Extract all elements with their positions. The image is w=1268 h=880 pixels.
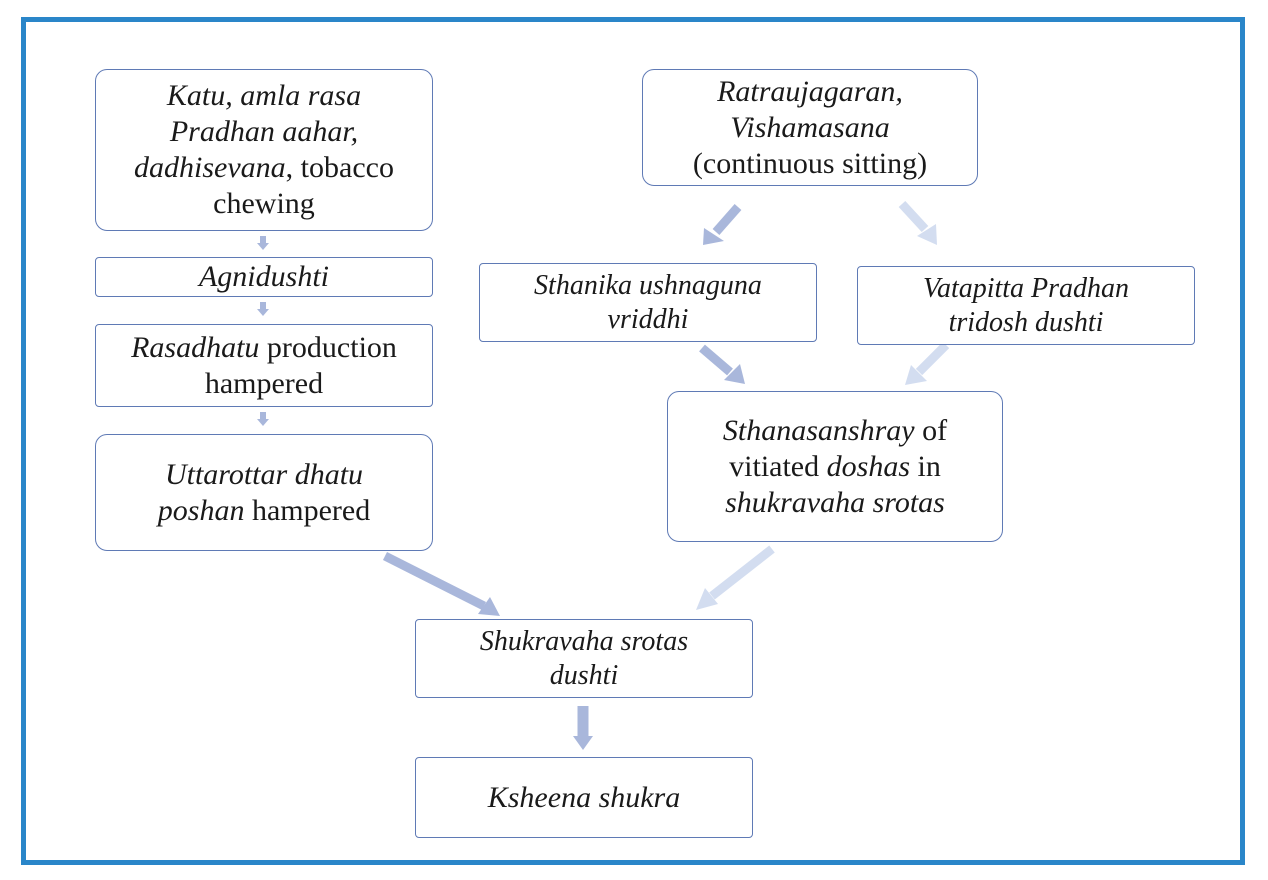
sthanasanshray-line2-italic: doshas bbox=[826, 449, 910, 483]
node-ratraujagaran: Ratraujagaran, Vishamasana (continuous s… bbox=[642, 69, 978, 186]
uttarottar-line1: Uttarottar dhatu bbox=[164, 457, 364, 491]
arrow-ratraujagaran-to-vatapitta bbox=[898, 200, 937, 245]
rasadhatu-line2: hampered bbox=[204, 366, 324, 400]
shukravaha-line2: dushti bbox=[549, 659, 619, 691]
node-sthanika: Sthanika ushnaguna vriddhi bbox=[479, 263, 817, 342]
node-vatapitta: Vatapitta Pradhan tridosh dushti bbox=[857, 266, 1195, 345]
arrow-katu-to-agnidushti bbox=[257, 236, 269, 250]
katu-line3-italic: dadhisevana bbox=[134, 151, 286, 184]
vatapitta-line1: Vatapitta Pradhan bbox=[922, 272, 1130, 304]
sthanasanshray-line1-italic: Sthanasanshray bbox=[722, 413, 915, 447]
sthanasanshray-line1-rest: of bbox=[914, 413, 948, 447]
ratraujagaran-line2: Vishamasana bbox=[730, 110, 890, 144]
arrow-sthanika-to-sthanasanshray bbox=[699, 344, 745, 384]
node-ksheena-shukra: Ksheena shukra bbox=[415, 757, 753, 838]
sthanasanshray-line2: vitiated doshas in bbox=[723, 449, 947, 485]
rasadhatu-rest: production bbox=[259, 330, 397, 364]
sthanasanshray-line2-end: in bbox=[910, 449, 941, 483]
katu-line1: Katu, amla rasa bbox=[166, 79, 362, 112]
node-sthanasanshray: Sthanasanshray of vitiated doshas in shu… bbox=[667, 391, 1003, 542]
arrow-shukravaha-to-ksheena bbox=[573, 706, 593, 750]
uttarottar-line2: poshan hampered bbox=[158, 493, 370, 529]
node-rasadhatu: Rasadhatu production hampered bbox=[95, 324, 433, 407]
sthanasanshray-line2-rest: vitiated bbox=[729, 449, 827, 483]
katu-line3-rest: , tobacco bbox=[285, 151, 394, 184]
sthanika-line2: vriddhi bbox=[607, 303, 689, 335]
sthanika-line1: Sthanika ushnaguna bbox=[534, 269, 762, 301]
rasadhatu-line1: Rasadhatu production bbox=[131, 330, 397, 366]
ratraujagaran-line1: Ratraujagaran, bbox=[717, 74, 903, 108]
katu-line2: Pradhan aahar, bbox=[169, 115, 359, 148]
node-shukravaha: Shukravaha srotas dushti bbox=[415, 619, 753, 698]
sthanasanshray-line1: Sthanasanshray of bbox=[723, 413, 947, 449]
arrow-agnidushti-to-rasadhatu bbox=[257, 302, 269, 316]
katu-line3: dadhisevana, tobacco bbox=[134, 150, 394, 186]
arrow-uttarottar-to-shukravaha bbox=[382, 551, 500, 616]
node-uttarottar: Uttarottar dhatu poshan hampered bbox=[95, 434, 433, 551]
agnidushti-text: Agnidushti bbox=[198, 260, 329, 293]
arrow-rasadhatu-to-uttarottar bbox=[257, 412, 269, 426]
arrow-sthanasanshray-to-shukravaha bbox=[696, 545, 775, 610]
arrow-vatapitta-to-sthanasanshray bbox=[905, 341, 950, 385]
katu-line4: chewing bbox=[213, 187, 315, 220]
vatapitta-line2: tridosh dushti bbox=[948, 306, 1104, 338]
rasadhatu-italic: Rasadhatu bbox=[131, 330, 260, 364]
arrow-ratraujagaran-to-sthanika bbox=[703, 204, 742, 245]
shukravaha-line1: Shukravaha srotas bbox=[479, 625, 689, 657]
node-katu-amla-rasa: Katu, amla rasa Pradhan aahar, dadhiseva… bbox=[95, 69, 433, 231]
uttarottar-line2-rest: hampered bbox=[244, 493, 371, 527]
node-agnidushti: Agnidushti bbox=[95, 257, 433, 297]
ksheena-text: Ksheena shukra bbox=[487, 780, 681, 814]
uttarottar-line2-italic: poshan bbox=[157, 493, 245, 527]
ratraujagaran-line3: (continuous sitting) bbox=[692, 146, 928, 180]
sthanasanshray-line3: shukravaha srotas bbox=[725, 485, 945, 519]
